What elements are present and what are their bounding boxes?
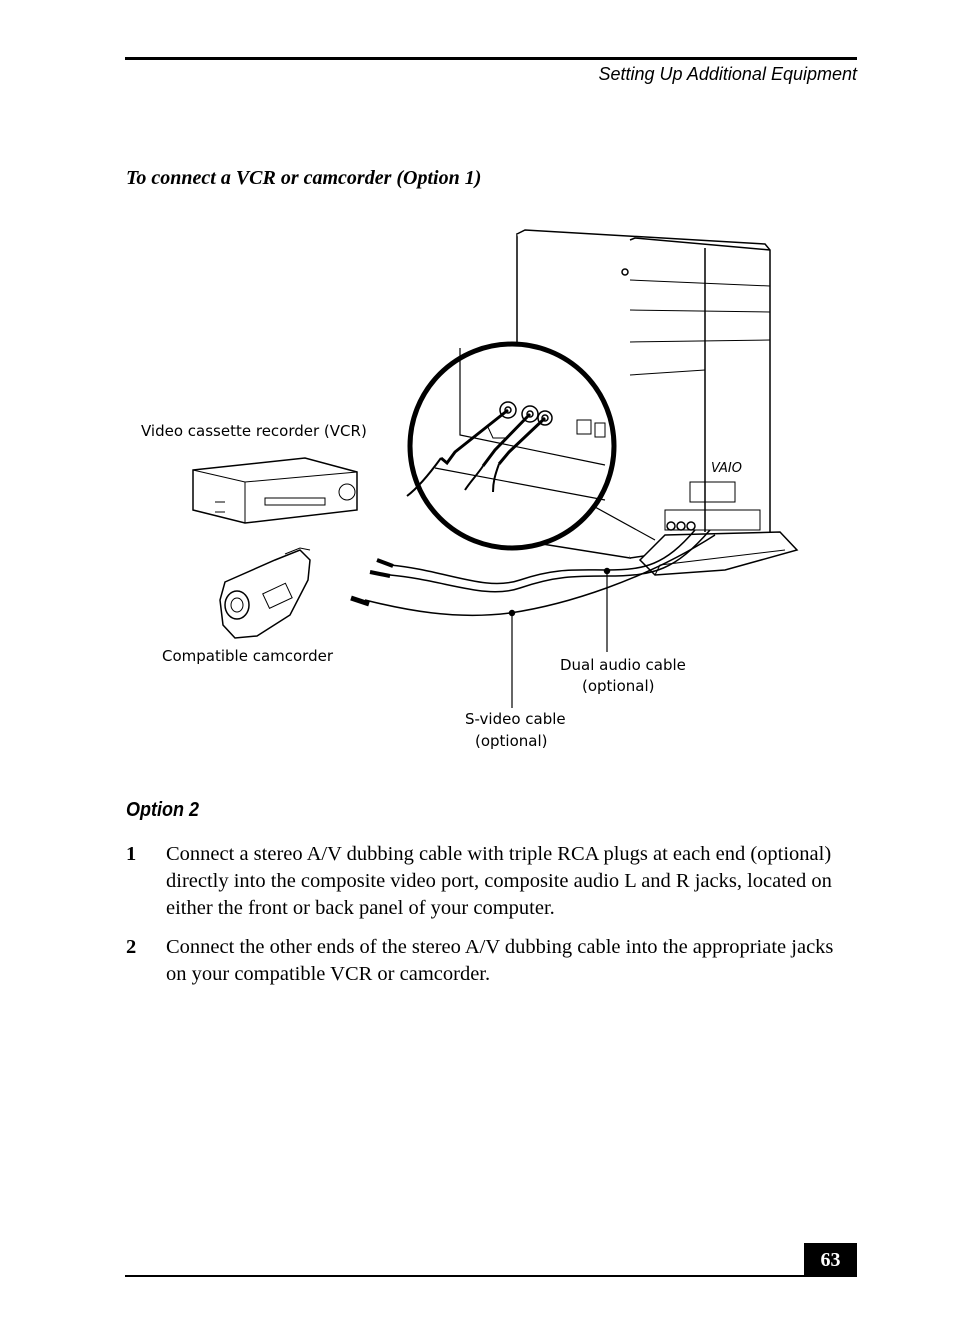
cables <box>350 529 716 708</box>
vcr-label: Video cassette recorder (VCR) <box>141 422 367 440</box>
diagram-illustration: VAIO <box>192 229 799 708</box>
detail-magnifier <box>406 341 656 551</box>
steps-list: 1 Connect a stereo A/V dubbing cable wit… <box>126 841 856 1000</box>
svideo-cable-label: S-video cable <box>465 710 566 728</box>
footer-rule <box>125 1275 857 1277</box>
step-item: 2 Connect the other ends of the stereo A… <box>126 934 856 988</box>
step-number: 2 <box>126 936 137 958</box>
step-item: 1 Connect a stereo A/V dubbing cable wit… <box>126 841 856 922</box>
camcorder-device <box>219 547 311 639</box>
page-number: 63 <box>804 1243 857 1277</box>
camcorder-label: Compatible camcorder <box>162 647 334 665</box>
option-heading: Option 2 <box>126 799 199 821</box>
header-rule <box>125 57 857 60</box>
vcr-device <box>192 457 358 524</box>
step-text: Connect the other ends of the stereo A/V… <box>166 936 834 985</box>
vaio-logo: VAIO <box>711 461 742 476</box>
figure-heading: To connect a VCR or camcorder (Option 1) <box>126 167 482 189</box>
step-text: Connect a stereo A/V dubbing cable with … <box>166 843 832 919</box>
running-head: Setting Up Additional Equipment <box>598 64 858 84</box>
audio-cable-label: Dual audio cable <box>560 656 686 674</box>
svideo-cable-optional: (optional) <box>475 732 548 750</box>
audio-cable-optional: (optional) <box>582 677 655 695</box>
connection-diagram: VAIO Video cassette recorder (VCR) Compa… <box>125 220 825 760</box>
step-number: 1 <box>126 843 137 865</box>
